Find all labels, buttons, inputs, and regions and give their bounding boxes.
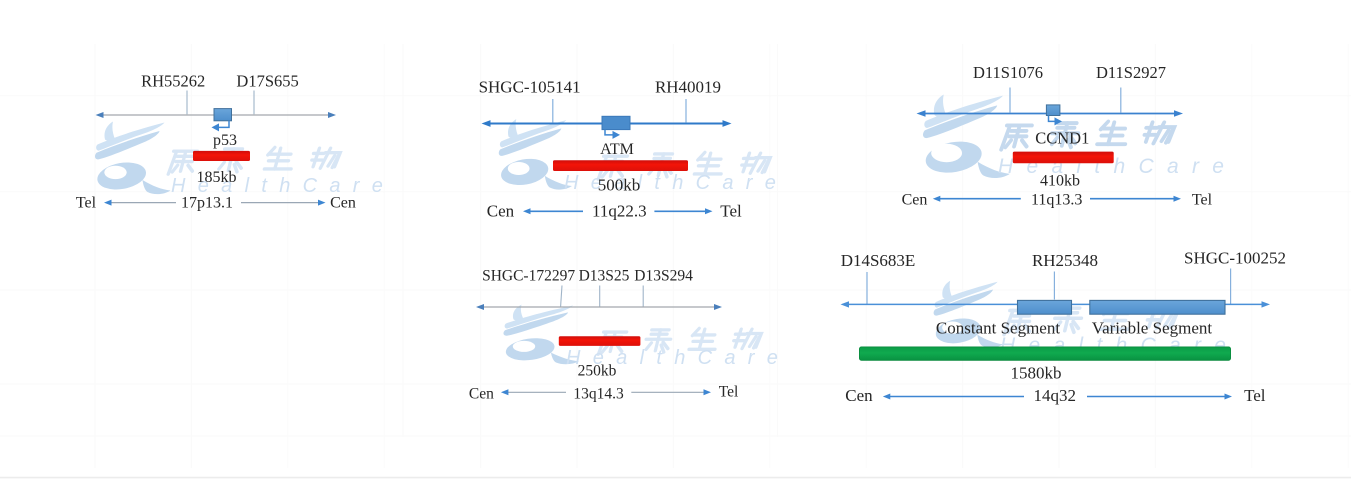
svg-text:D11S2927: D11S2927 bbox=[1096, 63, 1166, 82]
svg-text:Tel: Tel bbox=[1192, 192, 1213, 209]
svg-text:p53: p53 bbox=[213, 132, 237, 149]
svg-text:250kb: 250kb bbox=[578, 363, 617, 380]
svg-text:RH25348: RH25348 bbox=[1032, 251, 1098, 270]
svg-text:HealthCare: HealthCare bbox=[171, 175, 395, 197]
svg-text:SHGC-100252: SHGC-100252 bbox=[1184, 249, 1286, 268]
svg-text:Tel: Tel bbox=[1244, 386, 1266, 405]
svg-text:500kb: 500kb bbox=[598, 176, 641, 195]
svg-text:185kb: 185kb bbox=[197, 169, 237, 186]
svg-text:Cen: Cen bbox=[330, 195, 356, 212]
svg-text:11q22.3: 11q22.3 bbox=[592, 202, 647, 221]
svg-text:SHGC-172297: SHGC-172297 bbox=[482, 268, 575, 285]
svg-text:Tel: Tel bbox=[720, 202, 742, 221]
svg-text:1580kb: 1580kb bbox=[1011, 364, 1062, 383]
svg-text:11q13.3: 11q13.3 bbox=[1031, 192, 1082, 209]
svg-text:Constant Segment: Constant Segment bbox=[936, 319, 1060, 338]
svg-text:Cen: Cen bbox=[902, 192, 928, 209]
svg-text:Cen: Cen bbox=[487, 202, 515, 221]
svg-text:D13S25: D13S25 bbox=[579, 268, 630, 285]
svg-text:Variable Segment: Variable Segment bbox=[1092, 319, 1213, 338]
svg-text:Tel: Tel bbox=[76, 195, 97, 212]
svg-text:HealthCare: HealthCare bbox=[564, 172, 788, 194]
svg-text:D11S1076: D11S1076 bbox=[973, 63, 1043, 82]
svg-text:D14S683E: D14S683E bbox=[841, 251, 916, 270]
svg-text:Cen: Cen bbox=[845, 386, 873, 405]
svg-text:D13S294: D13S294 bbox=[634, 268, 693, 285]
svg-text:410kb: 410kb bbox=[1040, 173, 1080, 190]
svg-text:14q32: 14q32 bbox=[1033, 386, 1076, 405]
svg-text:CCND1: CCND1 bbox=[1035, 129, 1089, 148]
svg-text:RH40019: RH40019 bbox=[655, 78, 721, 97]
svg-text:D17S655: D17S655 bbox=[236, 72, 298, 91]
svg-text:17p13.1: 17p13.1 bbox=[181, 195, 233, 212]
svg-text:Tel: Tel bbox=[719, 384, 739, 401]
svg-text:RH55262: RH55262 bbox=[141, 72, 205, 91]
svg-text:Cen: Cen bbox=[469, 386, 494, 403]
svg-text:ATM: ATM bbox=[600, 141, 634, 158]
svg-text:13q14.3: 13q14.3 bbox=[573, 386, 624, 403]
svg-text:SHGC-105141: SHGC-105141 bbox=[479, 78, 581, 97]
svg-text:HealthCare: HealthCare bbox=[566, 347, 790, 369]
